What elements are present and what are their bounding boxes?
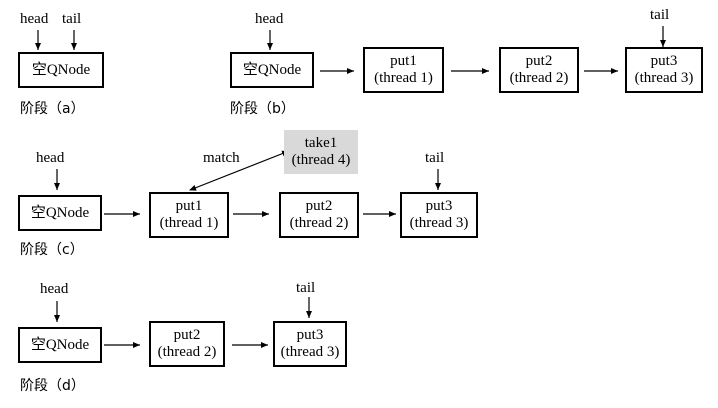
tail-label-d: tail (296, 280, 316, 296)
head-label-d: head (40, 281, 69, 297)
head-label-c: head (36, 150, 65, 166)
tail-label-a: tail (62, 11, 82, 27)
node-name: put3 (650, 53, 678, 69)
empty-qnode-label: 空QNode (31, 61, 91, 78)
node-name: put2 (305, 198, 333, 214)
empty-qnode-d: 空QNode (18, 327, 102, 363)
head-label-a: head (20, 11, 49, 27)
node-thread: (thread 1) (159, 215, 219, 231)
node-name: put1 (175, 198, 203, 214)
empty-qnode-label: 空QNode (30, 204, 90, 221)
put2-node-c: put2 (thread 2) (279, 192, 359, 238)
empty-qnode-label: 空QNode (242, 61, 302, 78)
node-thread: (thread 4) (291, 152, 351, 168)
node-thread: (thread 2) (289, 215, 349, 231)
put3-node-b: put3 (thread 3) (625, 47, 703, 93)
empty-qnode-a: 空QNode (18, 52, 104, 88)
node-name: put2 (173, 327, 201, 343)
take1-node: take1 (thread 4) (284, 130, 358, 174)
empty-qnode-label: 空QNode (30, 336, 90, 353)
tail-label-b: tail (650, 7, 670, 23)
stage-label-d: 阶段（d） (20, 378, 85, 394)
node-thread: (thread 3) (634, 70, 694, 86)
put3-node-d: put3 (thread 3) (273, 321, 347, 367)
match-label: match (203, 150, 240, 166)
node-thread: (thread 2) (509, 70, 569, 86)
node-name: put3 (425, 198, 453, 214)
node-thread: (thread 3) (280, 344, 340, 360)
node-name: put2 (525, 53, 553, 69)
put2-node-b: put2 (thread 2) (499, 47, 579, 93)
put2-node-d: put2 (thread 2) (149, 321, 225, 367)
put1-node-b: put1 (thread 1) (363, 47, 444, 93)
node-name: take1 (304, 135, 338, 151)
node-thread: (thread 2) (157, 344, 217, 360)
match-arrow (189, 150, 290, 191)
node-thread: (thread 3) (409, 215, 469, 231)
node-thread: (thread 1) (374, 70, 433, 86)
stage-label-c: 阶段（c） (20, 242, 84, 258)
stage-label-b: 阶段（b） (230, 101, 295, 117)
node-name: put1 (390, 53, 417, 69)
empty-qnode-c: 空QNode (18, 195, 102, 231)
put1-node-c: put1 (thread 1) (149, 192, 229, 238)
head-label-b: head (255, 11, 284, 27)
tail-label-c: tail (425, 150, 445, 166)
node-name: put3 (296, 327, 324, 343)
stage-label-a: 阶段（a） (20, 101, 85, 117)
put3-node-c: put3 (thread 3) (400, 192, 478, 238)
empty-qnode-b: 空QNode (230, 52, 314, 88)
